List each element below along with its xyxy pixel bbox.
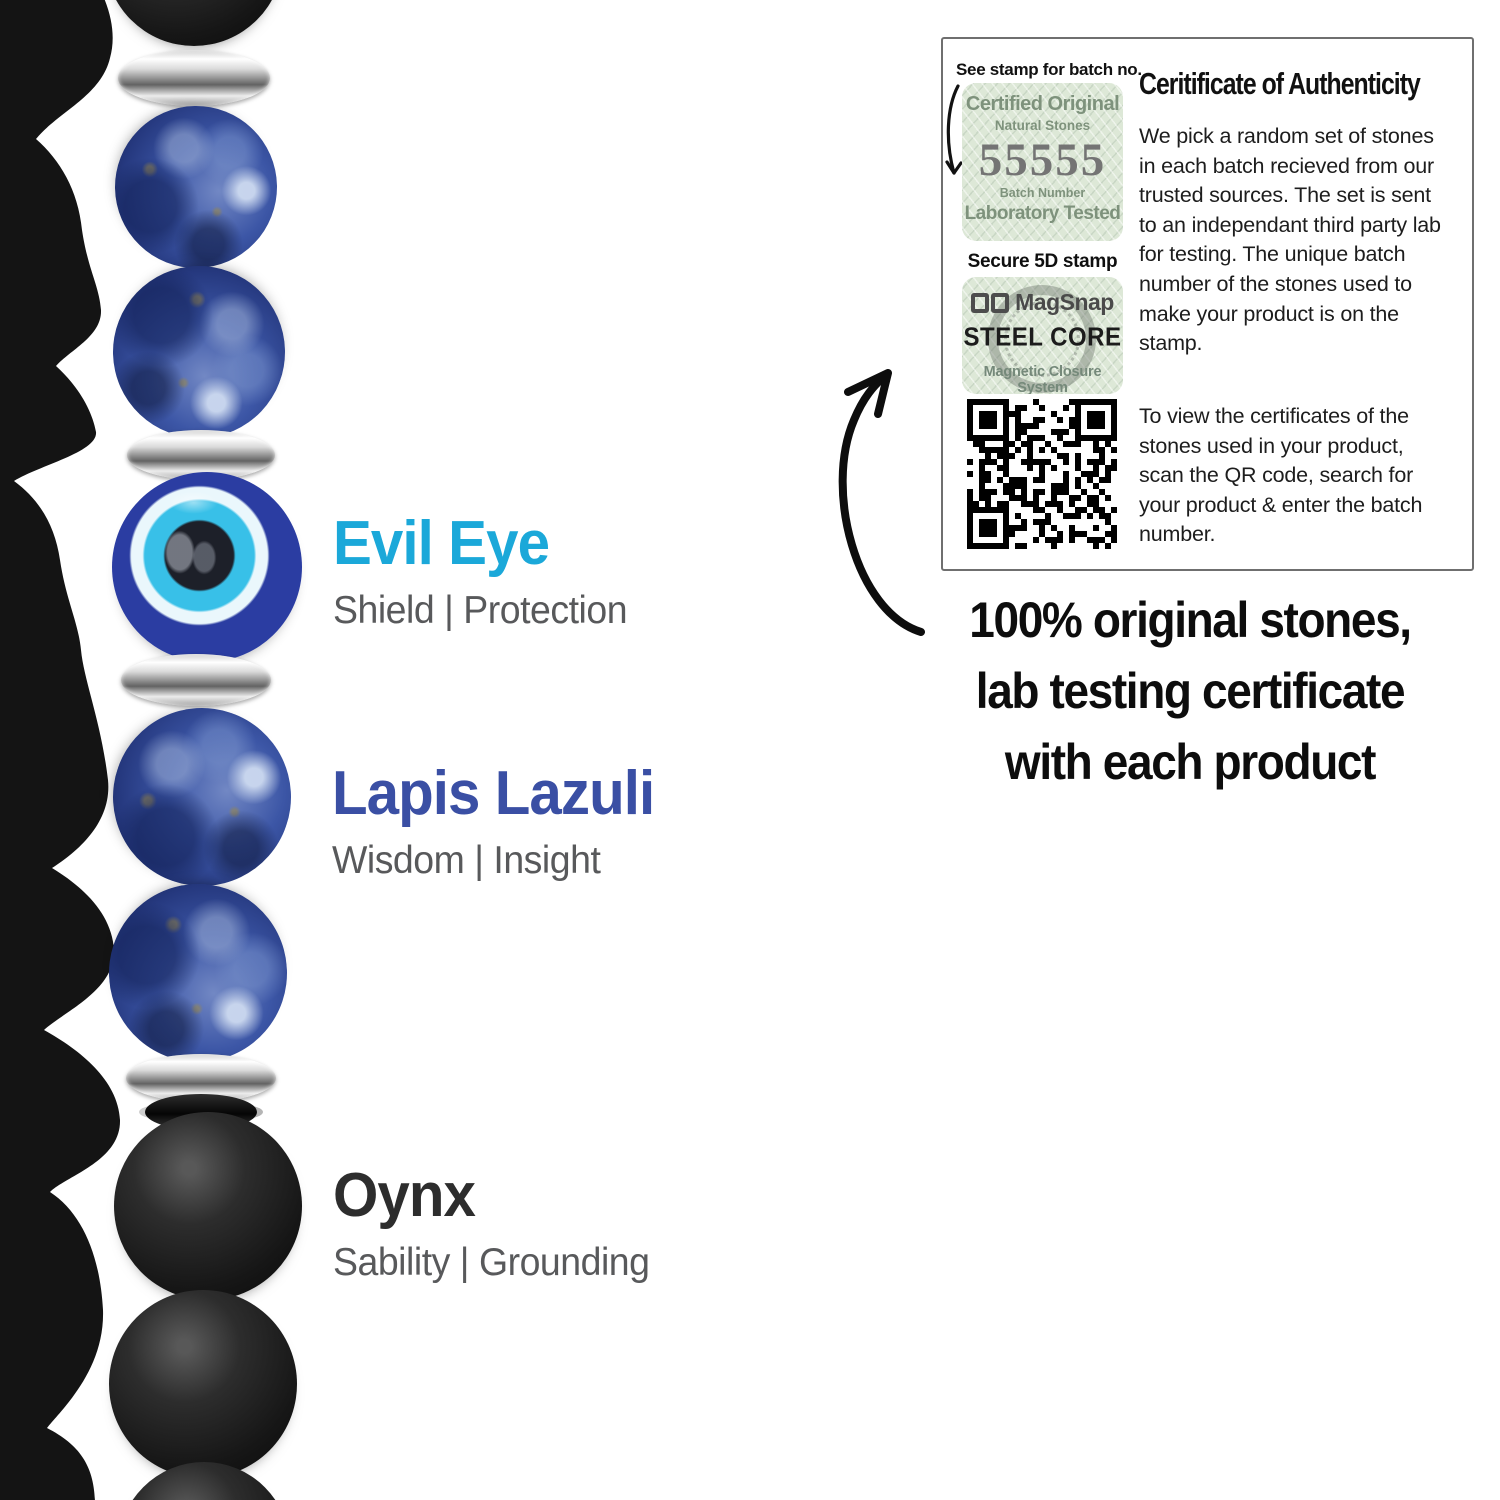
secure-stamp-label: Secure 5D stamp bbox=[967, 251, 1118, 272]
certificate-text-column: Ceritificate of Authenticity We pick a r… bbox=[1139, 66, 1465, 546]
magnetic-closure-label: Magnetic Closure System bbox=[983, 364, 1102, 394]
label-evil-eye-meaning: Shield | Protection bbox=[333, 589, 628, 632]
lab-tested-label: Laboratory Tested bbox=[964, 203, 1121, 224]
stamp-title: Certified Original bbox=[965, 93, 1120, 115]
slogan-line-1: 100% original stones, bbox=[969, 592, 1412, 648]
label-lapis-lazuli-meaning: Wisdom | Insight bbox=[332, 839, 601, 882]
slogan-line-3: with each product bbox=[1004, 734, 1377, 790]
slogan: 100% original stones, lab testing certif… bbox=[886, 585, 1493, 798]
label-evil-eye: Evil Eye Shield | Protection bbox=[333, 508, 639, 633]
label-lapis-lazuli-name: Lapis Lazuli bbox=[332, 759, 655, 828]
bead-spacer bbox=[121, 654, 271, 706]
bead-onyx bbox=[109, 1290, 297, 1478]
batch-number-stamp: Certified Original Natural Stones 55555 … bbox=[962, 83, 1123, 241]
bead-spacer bbox=[118, 50, 270, 106]
stamp-subtitle: Natural Stones bbox=[994, 118, 1091, 133]
certificate-card: See stamp for batch no. Certified Origin… bbox=[941, 37, 1474, 571]
label-oynx-meaning: Sability | Grounding bbox=[333, 1241, 650, 1284]
label-lapis-lazuli: Lapis Lazuli Wisdom | Insight bbox=[332, 758, 675, 883]
bead-spacer bbox=[127, 430, 275, 480]
batch-number-label: Batch Number bbox=[999, 186, 1086, 200]
bracelet-photo bbox=[0, 0, 330, 1500]
arrow-to-certificate bbox=[838, 369, 925, 636]
certificate-title: Ceritificate of Authenticity bbox=[1139, 66, 1421, 101]
batch-number: 55555 bbox=[978, 134, 1107, 186]
bead-evil-eye bbox=[112, 472, 302, 662]
label-oynx: Oynx Sability | Grounding bbox=[333, 1160, 663, 1285]
label-evil-eye-name: Evil Eye bbox=[333, 509, 550, 578]
label-oynx-name: Oynx bbox=[333, 1161, 476, 1230]
steel-core-label: STEEL CORE bbox=[963, 322, 1122, 353]
qr-code bbox=[967, 399, 1117, 549]
magsnap-stamp: MagSnap STEEL CORE Magnetic Closure Syst… bbox=[962, 277, 1123, 394]
magsnap-clasp-icon bbox=[971, 292, 1010, 313]
slogan-line-2: lab testing certificate bbox=[975, 663, 1406, 719]
certificate-intro: We pick a random set of stones in each b… bbox=[1139, 124, 1441, 356]
stamp-pointer-arrow bbox=[945, 84, 963, 175]
certificate-qr-instructions: To view the certificates of the stones u… bbox=[1139, 404, 1423, 547]
bead-onyx bbox=[114, 1112, 302, 1300]
film-reel-watermark bbox=[988, 285, 1096, 393]
stamp-note: See stamp for batch no. bbox=[956, 60, 1142, 79]
magsnap-brand: MagSnap bbox=[1015, 289, 1114, 315]
background-bead-silhouette bbox=[0, 0, 121, 1500]
